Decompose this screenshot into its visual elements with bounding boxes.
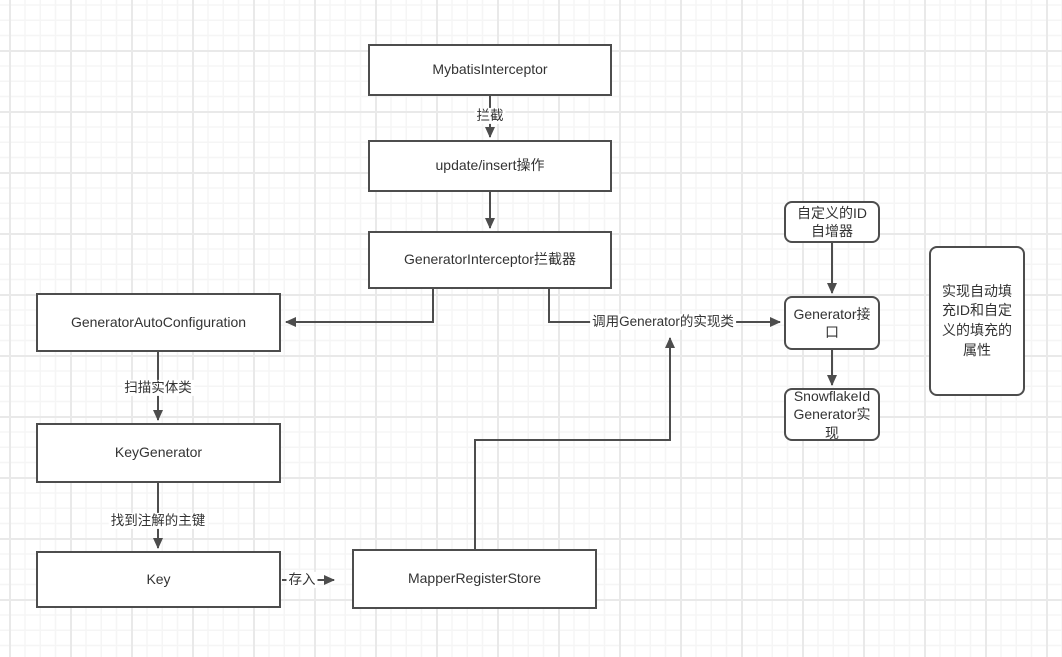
- edge-store-to-call-line: [474, 337, 675, 549]
- node-key[interactable]: Key: [36, 551, 281, 608]
- node-mapper-register-store[interactable]: MapperRegisterStore: [352, 549, 597, 609]
- node-label: 自定义的ID 自增器: [797, 204, 867, 239]
- edge-label-scan-entity: 扫描实体类: [122, 379, 194, 397]
- edge-label-store-in: 存入: [286, 571, 318, 589]
- node-label: KeyGenerator: [114, 444, 203, 461]
- node-generator-auto-configuration[interactable]: GeneratorAutoConfiguration: [36, 293, 281, 352]
- node-label: 实现自动填 充ID和自定 义的填充的 属性: [942, 282, 1012, 358]
- node-label: update/insert操作: [435, 157, 545, 174]
- node-label: SnowflakeId Generator实 现: [793, 388, 871, 441]
- node-update-insert[interactable]: update/insert操作: [368, 140, 612, 192]
- node-label: Generator接 口: [793, 305, 871, 340]
- edge-label-intercept: 拦截: [474, 107, 506, 125]
- node-mybatis-interceptor[interactable]: MybatisInterceptor: [368, 44, 612, 96]
- edge-label-call-generator-impl: 调用Generator的实现类: [590, 313, 736, 331]
- node-label: MapperRegisterStore: [407, 570, 542, 587]
- node-snowflake-id-generator[interactable]: SnowflakeId Generator实 现: [784, 388, 880, 441]
- node-custom-id-incrementer[interactable]: 自定义的ID 自增器: [784, 201, 880, 243]
- edge-label-find-annotated-key: 找到注解的主键: [108, 512, 208, 530]
- node-label: GeneratorAutoConfiguration: [70, 313, 247, 330]
- node-label: GeneratorInterceptor拦截器: [404, 251, 576, 268]
- node-key-generator[interactable]: KeyGenerator: [36, 423, 281, 483]
- node-label: Key: [146, 570, 171, 587]
- node-generator-interface[interactable]: Generator接 口: [784, 296, 880, 350]
- node-label: MybatisInterceptor: [432, 61, 548, 78]
- node-auto-fill-note[interactable]: 实现自动填 充ID和自定 义的填充的 属性: [929, 246, 1025, 396]
- node-generator-interceptor[interactable]: GeneratorInterceptor拦截器: [368, 231, 612, 289]
- edge-interceptor-to-autoconfig-line: [285, 289, 434, 327]
